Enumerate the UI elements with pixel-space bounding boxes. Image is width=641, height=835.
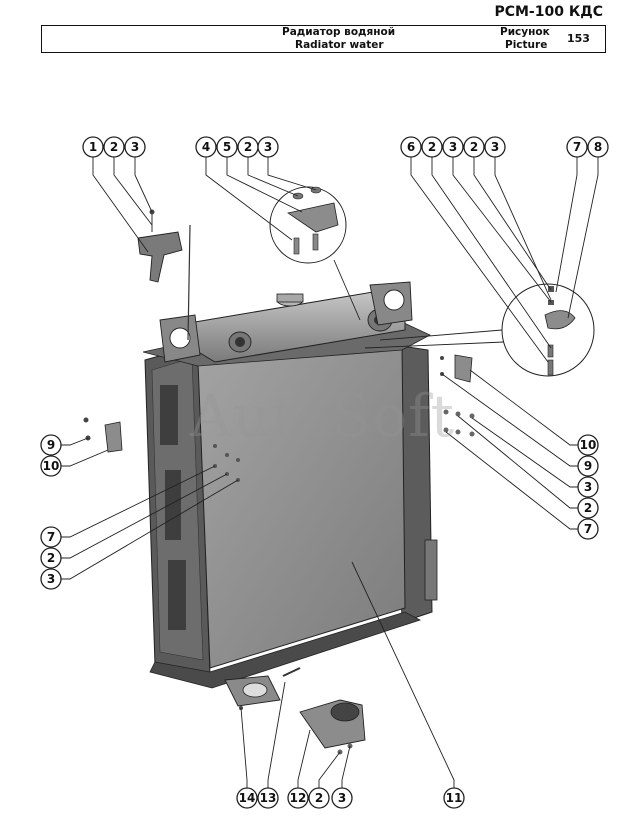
callout-5: 5	[216, 136, 238, 158]
callout-28-label: 12	[290, 791, 307, 805]
callout-8-label: 6	[407, 140, 415, 154]
callout-29-label: 2	[315, 791, 323, 805]
callout-3-label: 3	[131, 140, 139, 154]
callout-23: 2	[40, 547, 62, 569]
callout-30: 3	[331, 787, 353, 809]
callout-18-label: 2	[584, 501, 592, 515]
callout-14-label: 8	[594, 140, 602, 154]
callout-28: 12	[287, 787, 309, 809]
callout-9: 2	[421, 136, 443, 158]
callout-25: 11	[443, 787, 465, 809]
callout-19-label: 7	[584, 522, 592, 536]
title-block: Радиатор водяной Radiator water Рисунок …	[41, 25, 606, 53]
callout-4: 4	[195, 136, 217, 158]
callout-5-label: 5	[223, 140, 231, 154]
callout-22-label: 7	[47, 530, 55, 544]
callout-30-label: 3	[338, 791, 346, 805]
callout-24: 3	[40, 568, 62, 590]
callout-12: 3	[484, 136, 506, 158]
model-code: РСМ-100 КДС	[494, 4, 603, 20]
callout-20: 9	[40, 434, 62, 456]
callout-1-label: 1	[89, 140, 97, 154]
callout-26: 14	[236, 787, 258, 809]
callout-10: 3	[442, 136, 464, 158]
callout-13-label: 7	[573, 140, 581, 154]
top-tank	[159, 224, 413, 363]
callout-1: 1	[82, 136, 104, 158]
callout-4-label: 4	[202, 140, 210, 154]
callout-16-label: 9	[584, 459, 592, 473]
callout-13: 7	[566, 136, 588, 158]
picture-number: 153	[567, 32, 590, 45]
title-english: Radiator water	[295, 39, 384, 51]
callout-14: 8	[587, 136, 609, 158]
bracket-part-1	[137, 209, 183, 283]
picture-label-russian: Рисунок	[500, 26, 550, 38]
detail-view-clamp	[364, 283, 595, 377]
bottom-pipe-flanges	[224, 667, 366, 755]
callout-16: 9	[577, 455, 599, 477]
callout-2: 2	[103, 136, 125, 158]
picture-label-english: Picture	[505, 39, 548, 51]
callout-11: 2	[463, 136, 485, 158]
title-russian: Радиатор водяной	[282, 26, 396, 38]
callout-27-label: 13	[260, 791, 277, 805]
callout-11-label: 2	[470, 140, 478, 154]
callout-21-label: 10	[43, 459, 60, 473]
radiator-core	[142, 321, 438, 689]
callout-22: 7	[40, 526, 62, 548]
callout-7-label: 3	[264, 140, 272, 154]
callout-29: 2	[308, 787, 330, 809]
callout-25-label: 11	[446, 791, 463, 805]
callout-7: 3	[257, 136, 279, 158]
callout-10-label: 3	[449, 140, 457, 154]
callout-3: 3	[124, 136, 146, 158]
callout-19: 7	[577, 518, 599, 540]
callout-12-label: 3	[491, 140, 499, 154]
watermark: AutoSoft	[190, 382, 455, 450]
callout-17-label: 3	[584, 480, 592, 494]
callout-21: 10	[40, 455, 62, 477]
callout-27: 13	[257, 787, 279, 809]
callout-15: 10	[577, 434, 599, 456]
side-bracket-right	[440, 354, 475, 437]
callout-23-label: 2	[47, 551, 55, 565]
callout-17: 3	[577, 476, 599, 498]
callout-8: 6	[400, 136, 422, 158]
callout-6-label: 2	[244, 140, 252, 154]
callout-20-label: 9	[47, 438, 55, 452]
callout-15-label: 10	[580, 438, 597, 452]
callout-9-label: 2	[428, 140, 436, 154]
callout-2-label: 2	[110, 140, 118, 154]
callout-24-label: 3	[47, 572, 55, 586]
callout-6: 2	[237, 136, 259, 158]
callout-26-label: 14	[239, 791, 256, 805]
callout-18: 2	[577, 497, 599, 519]
